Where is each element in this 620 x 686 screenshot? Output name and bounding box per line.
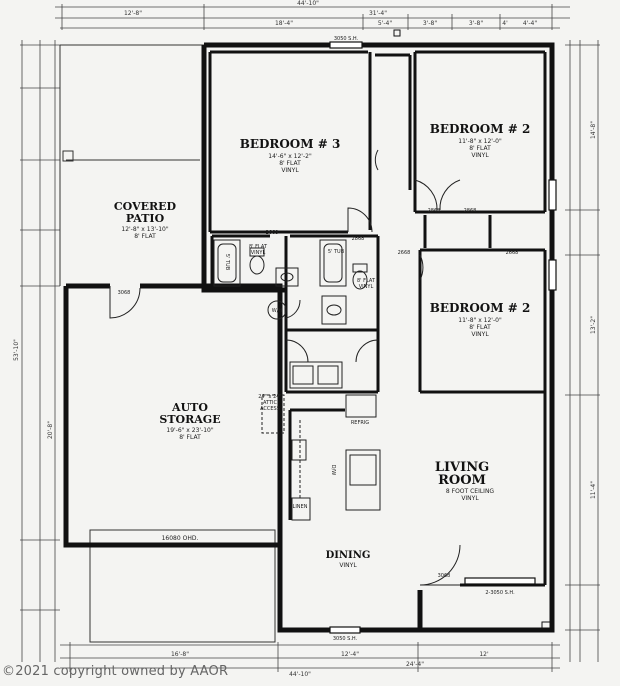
dim-bot-overall: 44'-10"	[289, 671, 311, 678]
linen-label: LINEN	[293, 504, 308, 510]
bedroom3-ceiling: 8' FLAT	[279, 160, 301, 167]
dim-top-right: 31'-4"	[369, 10, 387, 17]
dim-top-b: 3'-8"	[423, 20, 437, 27]
refrig-label: REFRIG	[351, 420, 369, 426]
dishwasher-label: D/W	[330, 465, 336, 476]
dim-top-c: 3'-8"	[469, 20, 483, 27]
patio-size: 12'-8" x 13'-10"	[121, 226, 168, 233]
windows	[329, 41, 557, 634]
window-3050-top: 3050 S.H.	[334, 36, 359, 42]
room-labels: BEDROOM # 3 14'-6" x 12'-2" 8' FLAT VINY…	[114, 122, 530, 569]
bedroom3-floor: VINYL	[281, 167, 299, 174]
bath2-floor-label: VINYL	[359, 284, 374, 290]
door-2868-bed2b: 2868	[464, 208, 477, 214]
door-2668-hall: 2668	[398, 250, 411, 256]
fixture-labels: 5' TUB 8' FLAT VINYL 5' TUB 8' FLAT VINY…	[118, 36, 519, 642]
wh-label: W/H	[272, 308, 283, 314]
dim-right-c: 11'-4"	[590, 481, 597, 499]
door-2868-bed2a: 2868	[428, 208, 441, 214]
corner-markers	[393, 29, 551, 631]
dim-top-left: 12'-8"	[124, 10, 142, 17]
ohd-label: 16080 OHD.	[162, 535, 199, 542]
living-floor: VINYL	[461, 495, 479, 502]
window-2x3050: 2-3050 S.H.	[485, 590, 515, 596]
dim-left-overall: 53'-10"	[13, 339, 20, 361]
dim-right-a: 14'-8"	[590, 121, 597, 139]
dim-overall-top: 44'-10"	[297, 0, 319, 7]
living-name-2: ROOM	[438, 473, 486, 488]
bedroom2-top-name: BEDROOM # 2	[430, 122, 531, 136]
patio-ceiling: 8' FLAT	[134, 233, 156, 240]
dim-bot-b: 12'-4"	[341, 651, 359, 658]
dimension-labels: 44'-10" 12'-8" 31'-4" 18'-4" 5'-4" 3'-8"…	[13, 0, 597, 678]
doors	[109, 149, 461, 586]
bedroom2-name: BEDROOM # 2	[430, 301, 531, 315]
bath1-tub-label: 5' TUB	[224, 254, 230, 271]
storage-name-2: STORAGE	[159, 413, 220, 426]
exterior-walls	[63, 42, 555, 633]
bedroom2-top-ceiling: 8' FLAT	[469, 145, 491, 152]
bedroom2-size: 11'-8" x 12'-0"	[458, 317, 502, 324]
bedroom3-size: 14'-6" x 12'-2"	[268, 153, 312, 160]
bath1-ceiling-label: 8' FLAT	[249, 244, 268, 250]
dining-name: DINING	[326, 550, 371, 561]
bath1-floor-label: VINYL	[251, 250, 266, 256]
dim-top-a: 5'-4"	[378, 20, 392, 27]
attic-label-2: ATTIC	[263, 400, 278, 406]
living-ceiling: 8 FOOT CEILING	[446, 488, 495, 495]
storage-ceiling: 8' FLAT	[179, 434, 201, 441]
bath2-tub-label: 5' TUB	[328, 249, 345, 255]
living-name-1: LIVING	[435, 460, 489, 475]
dim-bot-d: 12'	[479, 651, 489, 658]
dim-top-d: 4'	[502, 20, 508, 27]
bath2-ceiling-label: 8' FLAT	[357, 278, 376, 284]
storage-name-1: AUTO	[171, 401, 208, 414]
bedroom3-name: BEDROOM # 3	[240, 137, 341, 151]
dimension-lines	[20, 4, 600, 672]
attic-label-1: 24" x 24"	[258, 394, 281, 400]
door-3068-front: 3068	[438, 573, 451, 579]
storage-size: 19'-6" x 23'-10"	[166, 427, 213, 434]
door-2668-bath: 2668	[266, 230, 279, 236]
dim-top-mid: 18'-4"	[275, 20, 293, 27]
interior-walls	[208, 50, 547, 587]
dining-floor: VINYL	[339, 562, 357, 569]
bedroom2-floor: VINYL	[471, 331, 489, 338]
bedroom2-ceiling: 8' FLAT	[469, 324, 491, 331]
patio-name-2: PATIO	[126, 212, 165, 225]
dim-bot-a: 16'-8"	[171, 651, 189, 658]
dim-bot-c: 24'-4"	[406, 661, 424, 668]
patio-name-1: COVERED	[114, 200, 177, 213]
bedroom2-top-size: 11'-8" x 12'-0"	[458, 138, 502, 145]
window-3050-bottom: 3050 S.H.	[333, 636, 358, 642]
dim-top-e: 4'-4"	[523, 20, 537, 27]
door-2868-bed3: 2868	[352, 236, 365, 242]
dim-left-a: 20'-8"	[47, 421, 54, 439]
attic-label-3: ACCESS	[260, 406, 280, 412]
door-3068-patio: 3068	[118, 290, 131, 296]
dim-right-b: 13'-2"	[590, 316, 597, 334]
copyright-watermark: ©2021 copyright owned by AAOR	[2, 664, 229, 679]
fixtures	[213, 239, 381, 521]
door-2668-bed2: 2668	[506, 250, 519, 256]
bedroom2-top-floor: VINYL	[471, 152, 489, 159]
